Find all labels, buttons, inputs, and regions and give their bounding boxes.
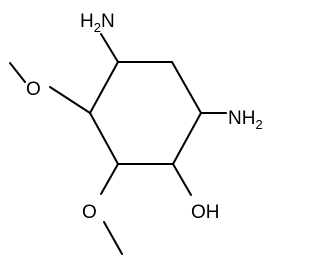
ring-bond-bottom-left <box>89 112 119 165</box>
lower-methoxy-oxygen-label: O <box>82 202 97 223</box>
cyclohexane-ring <box>89 61 202 165</box>
hydroxyl-label: OH <box>191 202 220 223</box>
bond-upper-oxygen-methyl <box>9 62 26 83</box>
upper-methoxy-oxygen-label: O <box>26 79 41 100</box>
ring-bond-top-right <box>171 61 202 114</box>
right-amine-label: NH2 <box>228 108 263 132</box>
bond-to-top-amine <box>100 33 119 63</box>
substituent-bonds <box>9 33 227 255</box>
bond-lower-oxygen-methyl <box>103 221 123 255</box>
ring-bond-left <box>89 61 119 114</box>
chemical-structure-diagram: H2N NH2 O O OH <box>9 11 263 255</box>
bond-to-hydroxyl <box>172 163 192 196</box>
ring-bond-right <box>172 112 202 165</box>
bond-to-upper-oxygen <box>49 86 91 114</box>
bond-to-lower-oxygen <box>100 163 119 195</box>
top-amine-label: H2N <box>80 11 115 35</box>
